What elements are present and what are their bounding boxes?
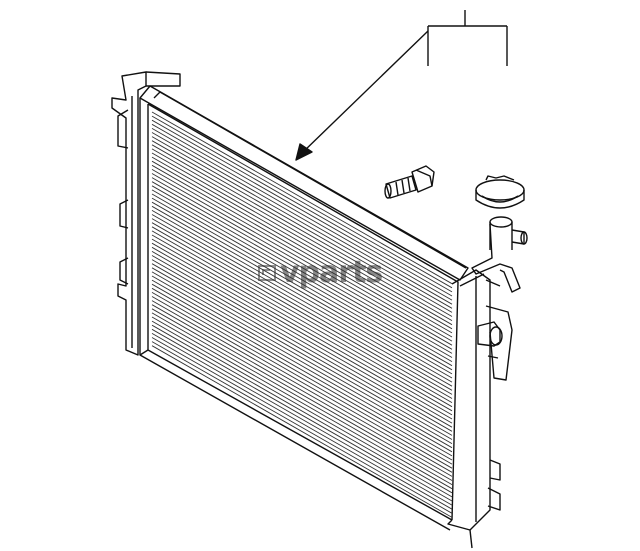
- fin-line: [151, 324, 453, 498]
- fin-line: [151, 140, 453, 313]
- fin-line: [151, 123, 453, 297]
- fin-line: [151, 156, 453, 330]
- fin-line: [151, 279, 453, 453]
- fin-line: [151, 132, 453, 305]
- fin-line: [151, 275, 453, 449]
- fin-line: [151, 160, 453, 334]
- fin-line: [151, 283, 453, 457]
- fin-line: [151, 287, 453, 461]
- fin-line: [151, 238, 453, 412]
- radiator-fins: [151, 111, 453, 518]
- fin-line: [151, 193, 453, 367]
- fin-line: [151, 189, 453, 362]
- fin-line: [151, 320, 453, 494]
- fin-line: [151, 300, 453, 473]
- fin-line: [151, 185, 453, 358]
- fin-line: [151, 201, 453, 375]
- watermark-text: vparts: [280, 255, 383, 290]
- radiator-core: [139, 85, 469, 531]
- fin-line: [151, 136, 453, 309]
- fin-line: [151, 263, 453, 436]
- fin-line: [151, 115, 453, 289]
- fin-line: [151, 222, 453, 395]
- fin-line: [151, 128, 453, 301]
- fin-line: [151, 292, 453, 465]
- fin-line: [151, 214, 453, 387]
- fin-line: [151, 111, 453, 285]
- mounting-bolt-part: [384, 165, 435, 199]
- fin-line: [151, 173, 453, 346]
- fin-line: [151, 312, 453, 485]
- fin-line: [151, 226, 453, 399]
- fin-line: [151, 308, 453, 481]
- fin-line: [151, 181, 453, 354]
- fin-line: [151, 337, 453, 510]
- fin-line: [151, 234, 453, 408]
- fin-line: [151, 267, 453, 440]
- fin-line: [151, 345, 453, 518]
- fin-line: [151, 271, 453, 444]
- fin-line: [151, 255, 453, 428]
- fin-line: [151, 218, 453, 391]
- fin-line: [151, 164, 453, 338]
- fin-line: [151, 152, 453, 326]
- fin-line: [151, 144, 453, 317]
- radiator-cap-part: [475, 175, 525, 209]
- fin-line: [151, 296, 453, 469]
- fin-line: [151, 119, 453, 293]
- fin-line: [151, 230, 453, 403]
- filler-neck: [471, 216, 528, 293]
- fin-line: [151, 148, 453, 321]
- fin-line: [151, 210, 453, 383]
- fin-line: [151, 316, 453, 490]
- right-tank: [447, 269, 513, 549]
- brand-logo-icon: [258, 264, 276, 281]
- fin-line: [151, 205, 453, 379]
- fin-line: [151, 169, 453, 342]
- fin-line: [151, 242, 453, 416]
- fin-line: [151, 328, 453, 502]
- watermark: vparts: [258, 255, 383, 290]
- arrow-head-icon: [295, 143, 313, 161]
- fin-line: [151, 251, 453, 424]
- left-tank: [111, 71, 181, 356]
- fin-line: [151, 259, 453, 432]
- fin-line: [151, 246, 453, 420]
- callout-leader-lines: [301, 10, 508, 154]
- fin-line: [151, 333, 453, 506]
- fin-line: [151, 304, 453, 477]
- fin-line: [151, 197, 453, 371]
- fin-line: [151, 177, 453, 350]
- fin-line: [151, 341, 453, 514]
